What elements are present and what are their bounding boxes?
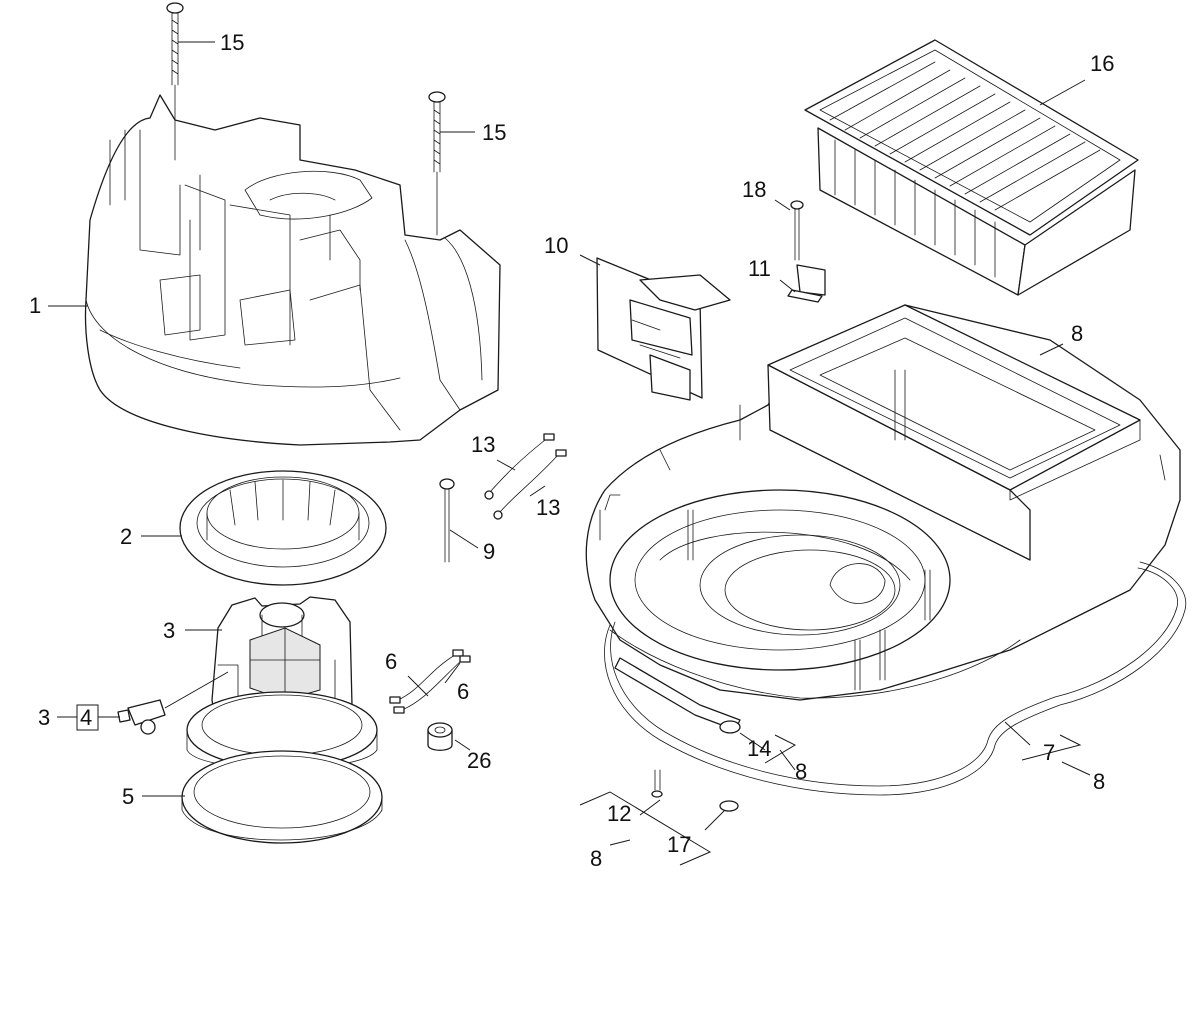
callout-15b: 15 [482, 120, 506, 145]
callout-10: 10 [544, 233, 568, 258]
part-14-bracket [614, 657, 741, 734]
part-5-lower-ring [181, 750, 383, 844]
callout-16: 16 [1090, 51, 1114, 76]
part-1-motor-housing [84, 94, 501, 446]
callout-13a: 13 [471, 432, 495, 457]
part-3-motor [186, 596, 378, 770]
part-4-connector [117, 671, 229, 735]
callout-3: 3 [163, 618, 175, 643]
callout-7: 7 [1043, 740, 1055, 765]
part-9-screw [439, 478, 455, 563]
part-16-filter [804, 39, 1139, 296]
callout-6a: 6 [385, 649, 397, 674]
callout-8-gasket: 8 [1093, 769, 1105, 794]
callout-8-screw-group: 8 [590, 846, 602, 871]
part-15-screw-left [166, 2, 184, 161]
callout-labels: 1 2 3 3 4 5 6 6 7 8 8 8 8 9 10 11 12 13 … [29, 30, 1114, 871]
callout-11: 11 [748, 256, 771, 281]
callout-8-bracket: 8 [795, 759, 807, 784]
part-11-bracket [787, 264, 826, 303]
callout-2: 2 [120, 524, 132, 549]
callout-1: 1 [29, 293, 41, 318]
callout-18: 18 [742, 177, 766, 202]
part-10-electronics-board [596, 257, 731, 401]
callout-13b: 13 [536, 495, 560, 520]
callout-3-connector: 3 [38, 705, 50, 730]
callout-15a: 15 [220, 30, 244, 55]
part-26-bushing [427, 722, 453, 751]
callout-17: 17 [667, 832, 691, 857]
part-8-lower-housing [585, 304, 1181, 701]
part-6-cables [389, 649, 471, 714]
callout-6b: 6 [457, 679, 469, 704]
callout-8-housing: 8 [1071, 321, 1083, 346]
callout-4: 4 [80, 705, 92, 730]
callout-5: 5 [122, 784, 134, 809]
part-13-cables [484, 433, 567, 520]
part-12-screw [651, 769, 663, 798]
callout-12: 12 [607, 801, 631, 826]
part-7-gasket [604, 561, 1187, 796]
callout-14: 14 [747, 736, 771, 761]
callout-26: 26 [467, 748, 491, 773]
part-15-screw-right [428, 91, 446, 236]
part-18-screw [790, 200, 804, 261]
part-17-washer [719, 800, 739, 812]
part-2-ring-seal [179, 470, 387, 586]
leader-lines [48, 41, 1091, 866]
callout-9: 9 [483, 539, 495, 564]
